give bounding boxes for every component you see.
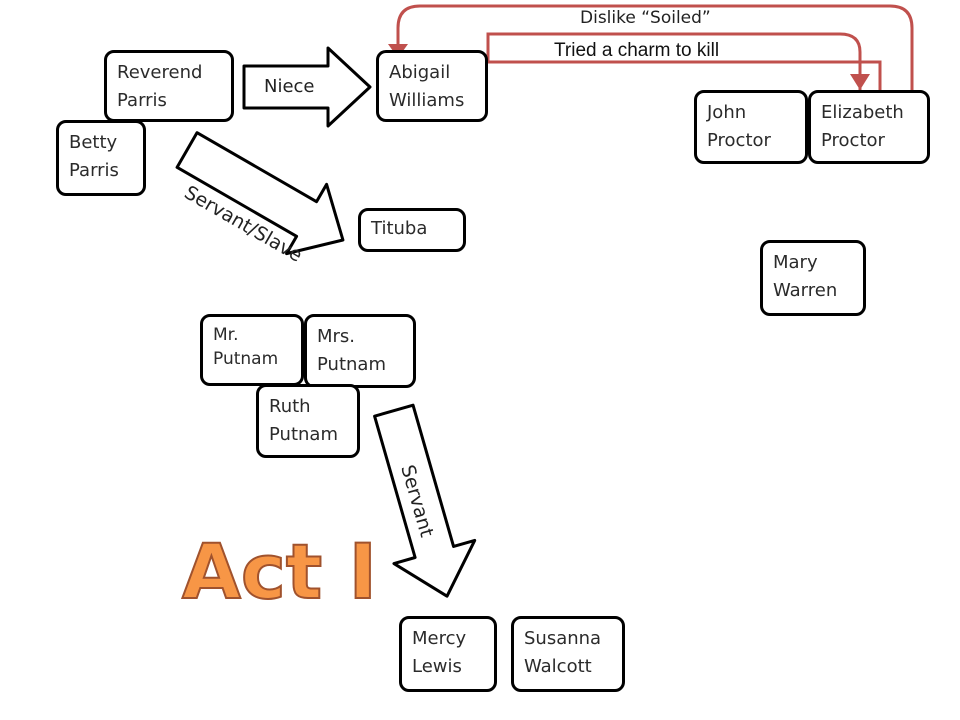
- node-elizabeth-proctor: Elizabeth Proctor: [808, 90, 930, 164]
- servant-slave-arrow: [175, 131, 345, 256]
- niece-arrow: [242, 46, 372, 128]
- node-mr-putnam: Mr. Putnam: [200, 314, 304, 386]
- node-mrs-putnam: Mrs. Putnam: [304, 314, 416, 388]
- node-john-proctor: John Proctor: [694, 90, 808, 164]
- node-mary-warren: Mary Warren: [760, 240, 866, 316]
- node-betty-parris: Betty Parris: [56, 120, 146, 196]
- elizabeth-connector: [488, 60, 882, 92]
- node-reverend-parris: Reverend Parris: [104, 50, 234, 122]
- label-niece: Niece: [264, 76, 315, 97]
- dislike-curve: [396, 4, 914, 92]
- charm-curve: [486, 32, 862, 90]
- node-susanna-walcott: Susanna Walcott: [511, 616, 625, 692]
- charm-arrowhead: [850, 74, 870, 90]
- act-title: Act I: [182, 527, 377, 616]
- node-mercy-lewis: Mercy Lewis: [399, 616, 497, 692]
- node-tituba: Tituba: [358, 208, 466, 252]
- label-dislike: Dislike “Soiled”: [580, 8, 711, 28]
- label-charm: Tried a charm to kill: [554, 40, 720, 61]
- node-abigail-williams: Abigail Williams: [376, 50, 488, 122]
- servant-arrow: [373, 403, 477, 598]
- node-ruth-putnam: Ruth Putnam: [256, 384, 360, 458]
